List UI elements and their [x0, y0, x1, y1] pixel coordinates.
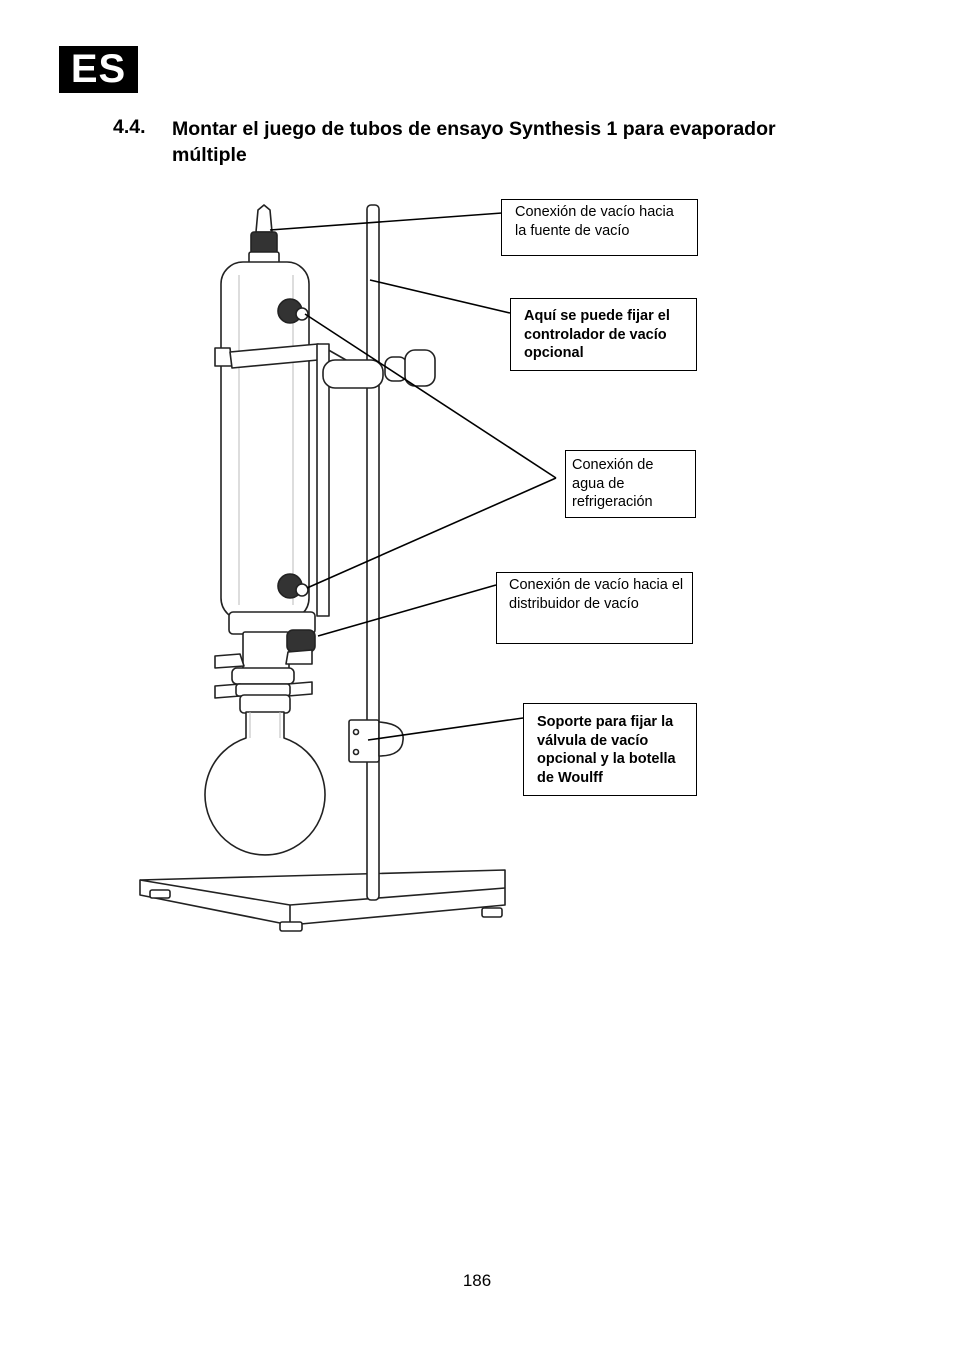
vacuum-connector-top [255, 204, 273, 233]
base-plate [139, 869, 506, 926]
stand-rod [366, 204, 380, 901]
round-bottom-flask [204, 711, 326, 856]
section-title: Montar el juego de tubos de ensayo Synth… [172, 118, 776, 166]
callout-vacuum-source: Conexión de vacío hacia la fuente de vac… [501, 199, 698, 256]
callout-cooling-water: Conexión de agua de refrigeración [565, 450, 696, 518]
section-number: 4.4. [113, 116, 146, 138]
callout-valve-support: Soporte para fijar la válvula de vacío o… [523, 703, 697, 796]
language-badge: ES [59, 46, 138, 93]
callout-vacuum-distributor: Conexión de vacío hacia el distribuidor … [496, 572, 693, 644]
apparatus-illustration [139, 204, 557, 932]
condenser-clamp [214, 347, 233, 367]
page-number: 186 [462, 1271, 492, 1290]
callout-vacuum-controller: Aquí se puede fijar el controlador de va… [510, 298, 697, 371]
rod-clamp [348, 719, 380, 763]
